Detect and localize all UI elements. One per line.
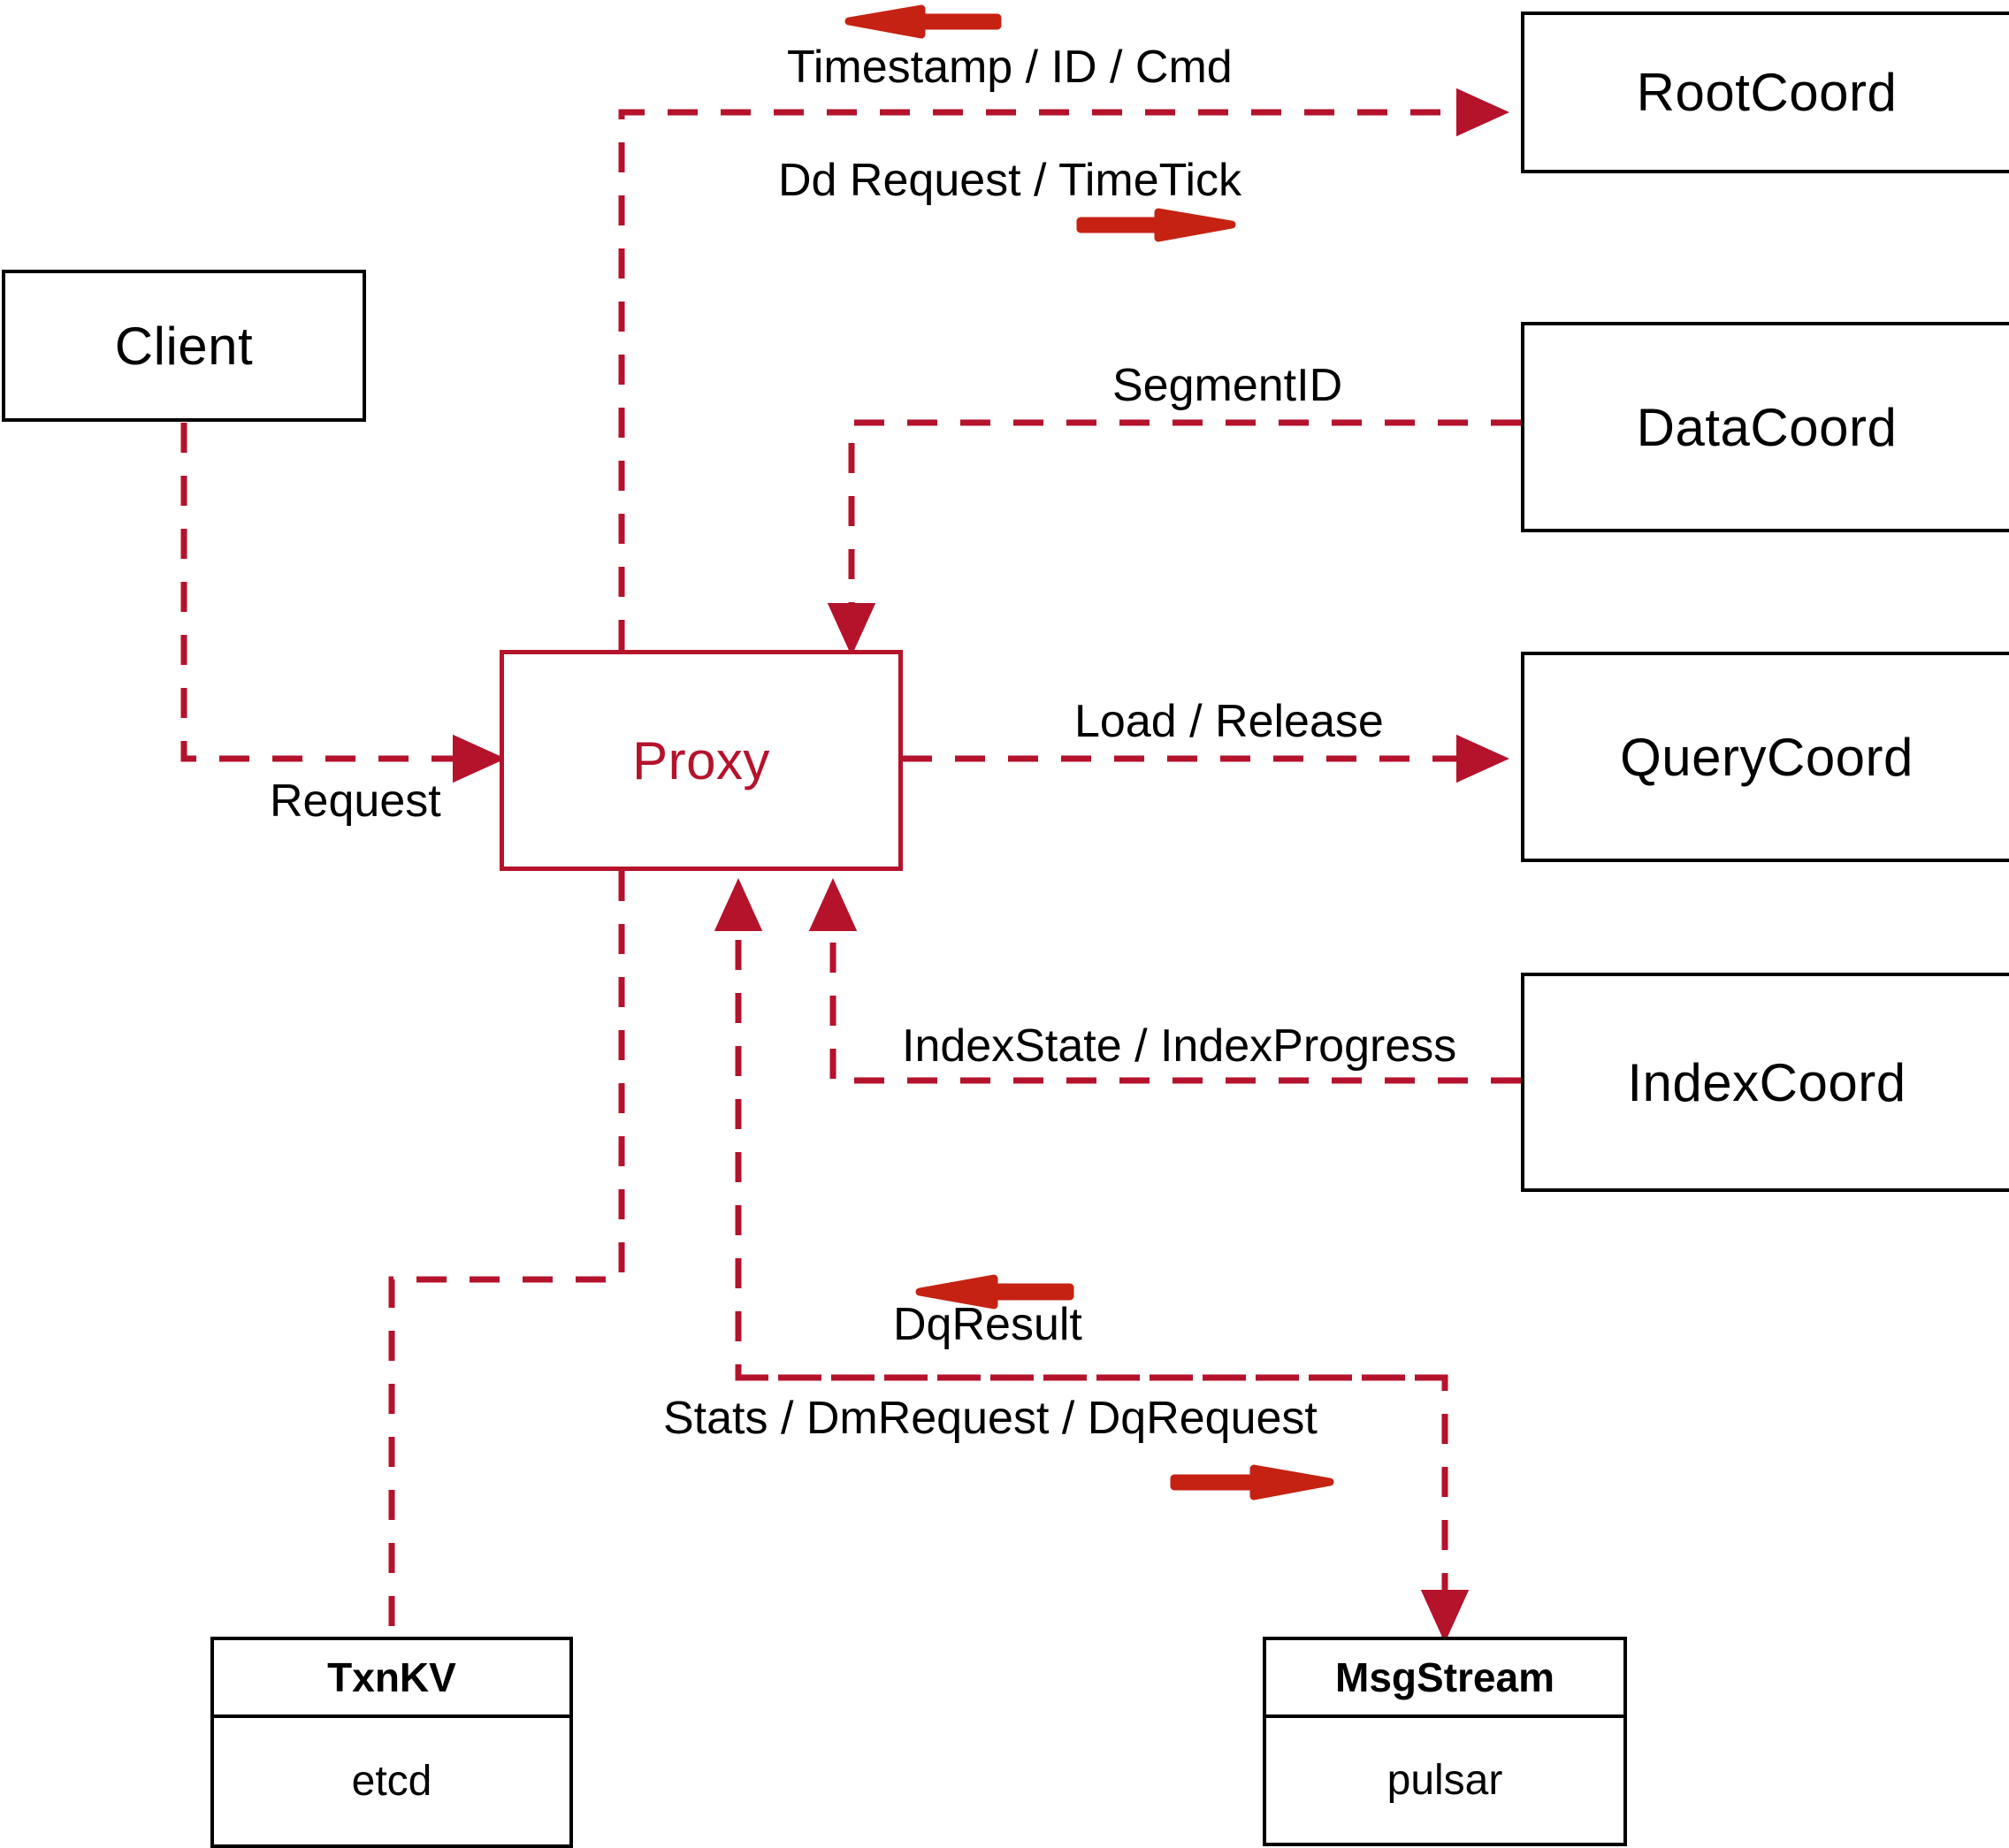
node-txnkv-body: etcd	[214, 1718, 569, 1844]
node-proxy[interactable]: Proxy	[500, 650, 903, 871]
node-txnkv-head-label: TxnKV	[327, 1654, 456, 1700]
node-indexcoord[interactable]: IndexCoord	[1521, 973, 2009, 1192]
node-datacoord-label: DataCoord	[1636, 397, 1898, 457]
node-rootcoord[interactable]: RootCoord	[1521, 11, 2009, 173]
node-rootcoord-label: RootCoord	[1636, 63, 1898, 122]
node-client[interactable]: Client	[2, 270, 366, 422]
node-datacoord[interactable]: DataCoord	[1521, 322, 2009, 532]
node-msgstream[interactable]: MsgStream pulsar	[1263, 1637, 1627, 1846]
edge-indexcoord-to-proxy	[808, 877, 1521, 1084]
node-querycoord-label: QueryCoord	[1620, 727, 1914, 787]
node-proxy-label: Proxy	[632, 730, 770, 790]
edge-label-index-state-progress: IndexState / IndexProgress	[902, 1020, 1457, 1072]
node-querycoord[interactable]: QueryCoord	[1521, 652, 2009, 862]
edge-proxy-to-msgstream	[738, 1374, 1470, 1644]
edge-label-dq-result: DqResult	[893, 1299, 1082, 1350]
node-msgstream-head-label: MsgStream	[1335, 1654, 1554, 1700]
edge-label-dd-request-timetick: Dd Request / TimeTick	[778, 155, 1242, 206]
edge-label-load-release: Load / Release	[1074, 696, 1384, 747]
edge-label-segment-id: SegmentID	[1112, 360, 1343, 411]
node-msgstream-body: pulsar	[1266, 1718, 1623, 1843]
edge-datacoord-to-proxy	[827, 419, 1521, 657]
direction-arrow-right-dqrequest	[1170, 1464, 1334, 1501]
edge-proxy-to-rootcoord	[618, 88, 1510, 650]
edge-label-stats-dm-dq-request: Stats / DmRequest / DqRequest	[663, 1393, 1318, 1444]
node-client-label: Client	[114, 316, 254, 376]
direction-arrow-right-ddrequest	[1076, 208, 1236, 242]
edge-client-to-proxy	[180, 423, 507, 783]
node-msgstream-body-label: pulsar	[1386, 1757, 1503, 1804]
direction-arrow-left-timestamp	[844, 4, 1002, 39]
node-txnkv[interactable]: TxnKV etcd	[210, 1637, 573, 1848]
node-txnkv-head: TxnKV	[214, 1640, 569, 1718]
node-indexcoord-label: IndexCoord	[1627, 1052, 1906, 1112]
edge-label-timestamp-id-cmd: Timestamp / ID / Cmd	[787, 42, 1233, 93]
edge-proxy-to-txnkv	[388, 871, 625, 1637]
node-txnkv-body-label: etcd	[351, 1758, 432, 1805]
direction-arrow-left-dqresult	[915, 1274, 1074, 1310]
node-msgstream-head: MsgStream	[1266, 1640, 1623, 1718]
edge-label-request: Request	[270, 775, 441, 827]
